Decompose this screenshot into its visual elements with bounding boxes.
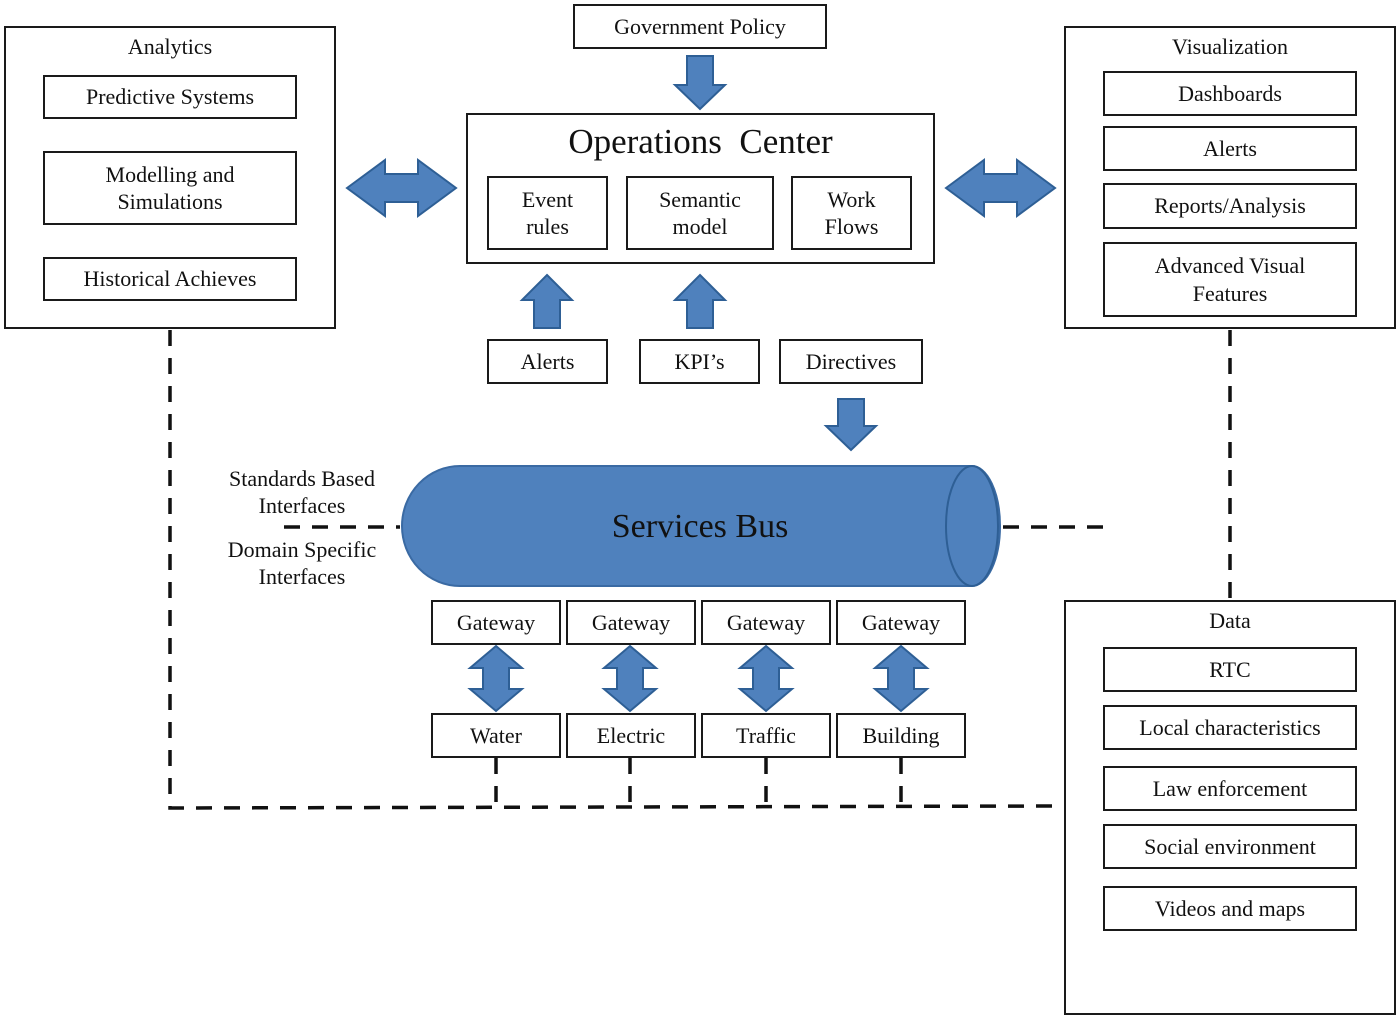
domain-traffic: Traffic xyxy=(701,713,831,758)
visualization-item-reports-analysis: Reports/Analysis xyxy=(1103,183,1357,229)
analytics-operations-double-arrow xyxy=(345,158,458,218)
domain-building: Building xyxy=(836,713,966,758)
building-gateway-double-arrow xyxy=(872,644,930,713)
government-policy-box: Government Policy xyxy=(573,4,827,49)
visualization-item-advanced-visual-features: Advanced Visual Features xyxy=(1103,242,1357,317)
analytics-dashed-connector xyxy=(168,330,1064,810)
traffic-gateway-double-arrow xyxy=(737,644,795,713)
operations-center-title: Operations Center xyxy=(568,122,833,161)
operations-visualization-double-arrow xyxy=(944,158,1057,218)
alerts-input-box: Alerts xyxy=(487,339,608,384)
visualization-title: Visualization xyxy=(1172,34,1288,59)
data-item-law-enforcement: Law enforcement xyxy=(1103,766,1357,811)
services-bus-label: Services Bus xyxy=(611,507,789,545)
services-bus-cylinder xyxy=(401,465,1001,587)
directives-input-box: Directives xyxy=(779,339,923,384)
gateway-water: Gateway xyxy=(431,600,561,645)
standards-based-interfaces-label: Standards Based Interfaces xyxy=(228,465,376,519)
domain-specific-interfaces-label: Domain Specific Interfaces xyxy=(227,536,377,590)
operations-item-semantic-model: Semantic model xyxy=(626,176,774,250)
kpis-input-box: KPI’s xyxy=(639,339,760,384)
data-item-social-environment: Social environment xyxy=(1103,824,1357,869)
data-item-local-characteristics: Local characteristics xyxy=(1103,705,1357,750)
operations-item-work-flows: Work Flows xyxy=(791,176,912,250)
data-item-videos-and-maps: Videos and maps xyxy=(1103,886,1357,931)
data-title: Data xyxy=(1209,608,1251,633)
water-gateway-double-arrow xyxy=(467,644,525,713)
directives-down-arrow xyxy=(823,398,879,452)
visualization-item-alerts: Alerts xyxy=(1103,126,1357,171)
kpis-up-arrow xyxy=(672,273,728,329)
domain-water: Water xyxy=(431,713,561,758)
analytics-title: Analytics xyxy=(127,34,213,59)
visualization-item-dashboards: Dashboards xyxy=(1103,71,1357,116)
electric-gateway-double-arrow xyxy=(601,644,659,713)
gateway-electric: Gateway xyxy=(566,600,696,645)
data-item-rtc: RTC xyxy=(1103,647,1357,692)
analytics-item-predictive-systems: Predictive Systems xyxy=(43,75,297,119)
policy-down-arrow xyxy=(672,55,728,111)
gateway-building: Gateway xyxy=(836,600,966,645)
alerts-up-arrow xyxy=(519,273,575,329)
gateway-traffic: Gateway xyxy=(701,600,831,645)
operations-item-event-rules: Event rules xyxy=(487,176,608,250)
analytics-item-modelling-simulations: Modelling and Simulations xyxy=(43,151,297,225)
domain-electric: Electric xyxy=(566,713,696,758)
analytics-item-historical-achieves: Historical Achieves xyxy=(43,257,297,301)
